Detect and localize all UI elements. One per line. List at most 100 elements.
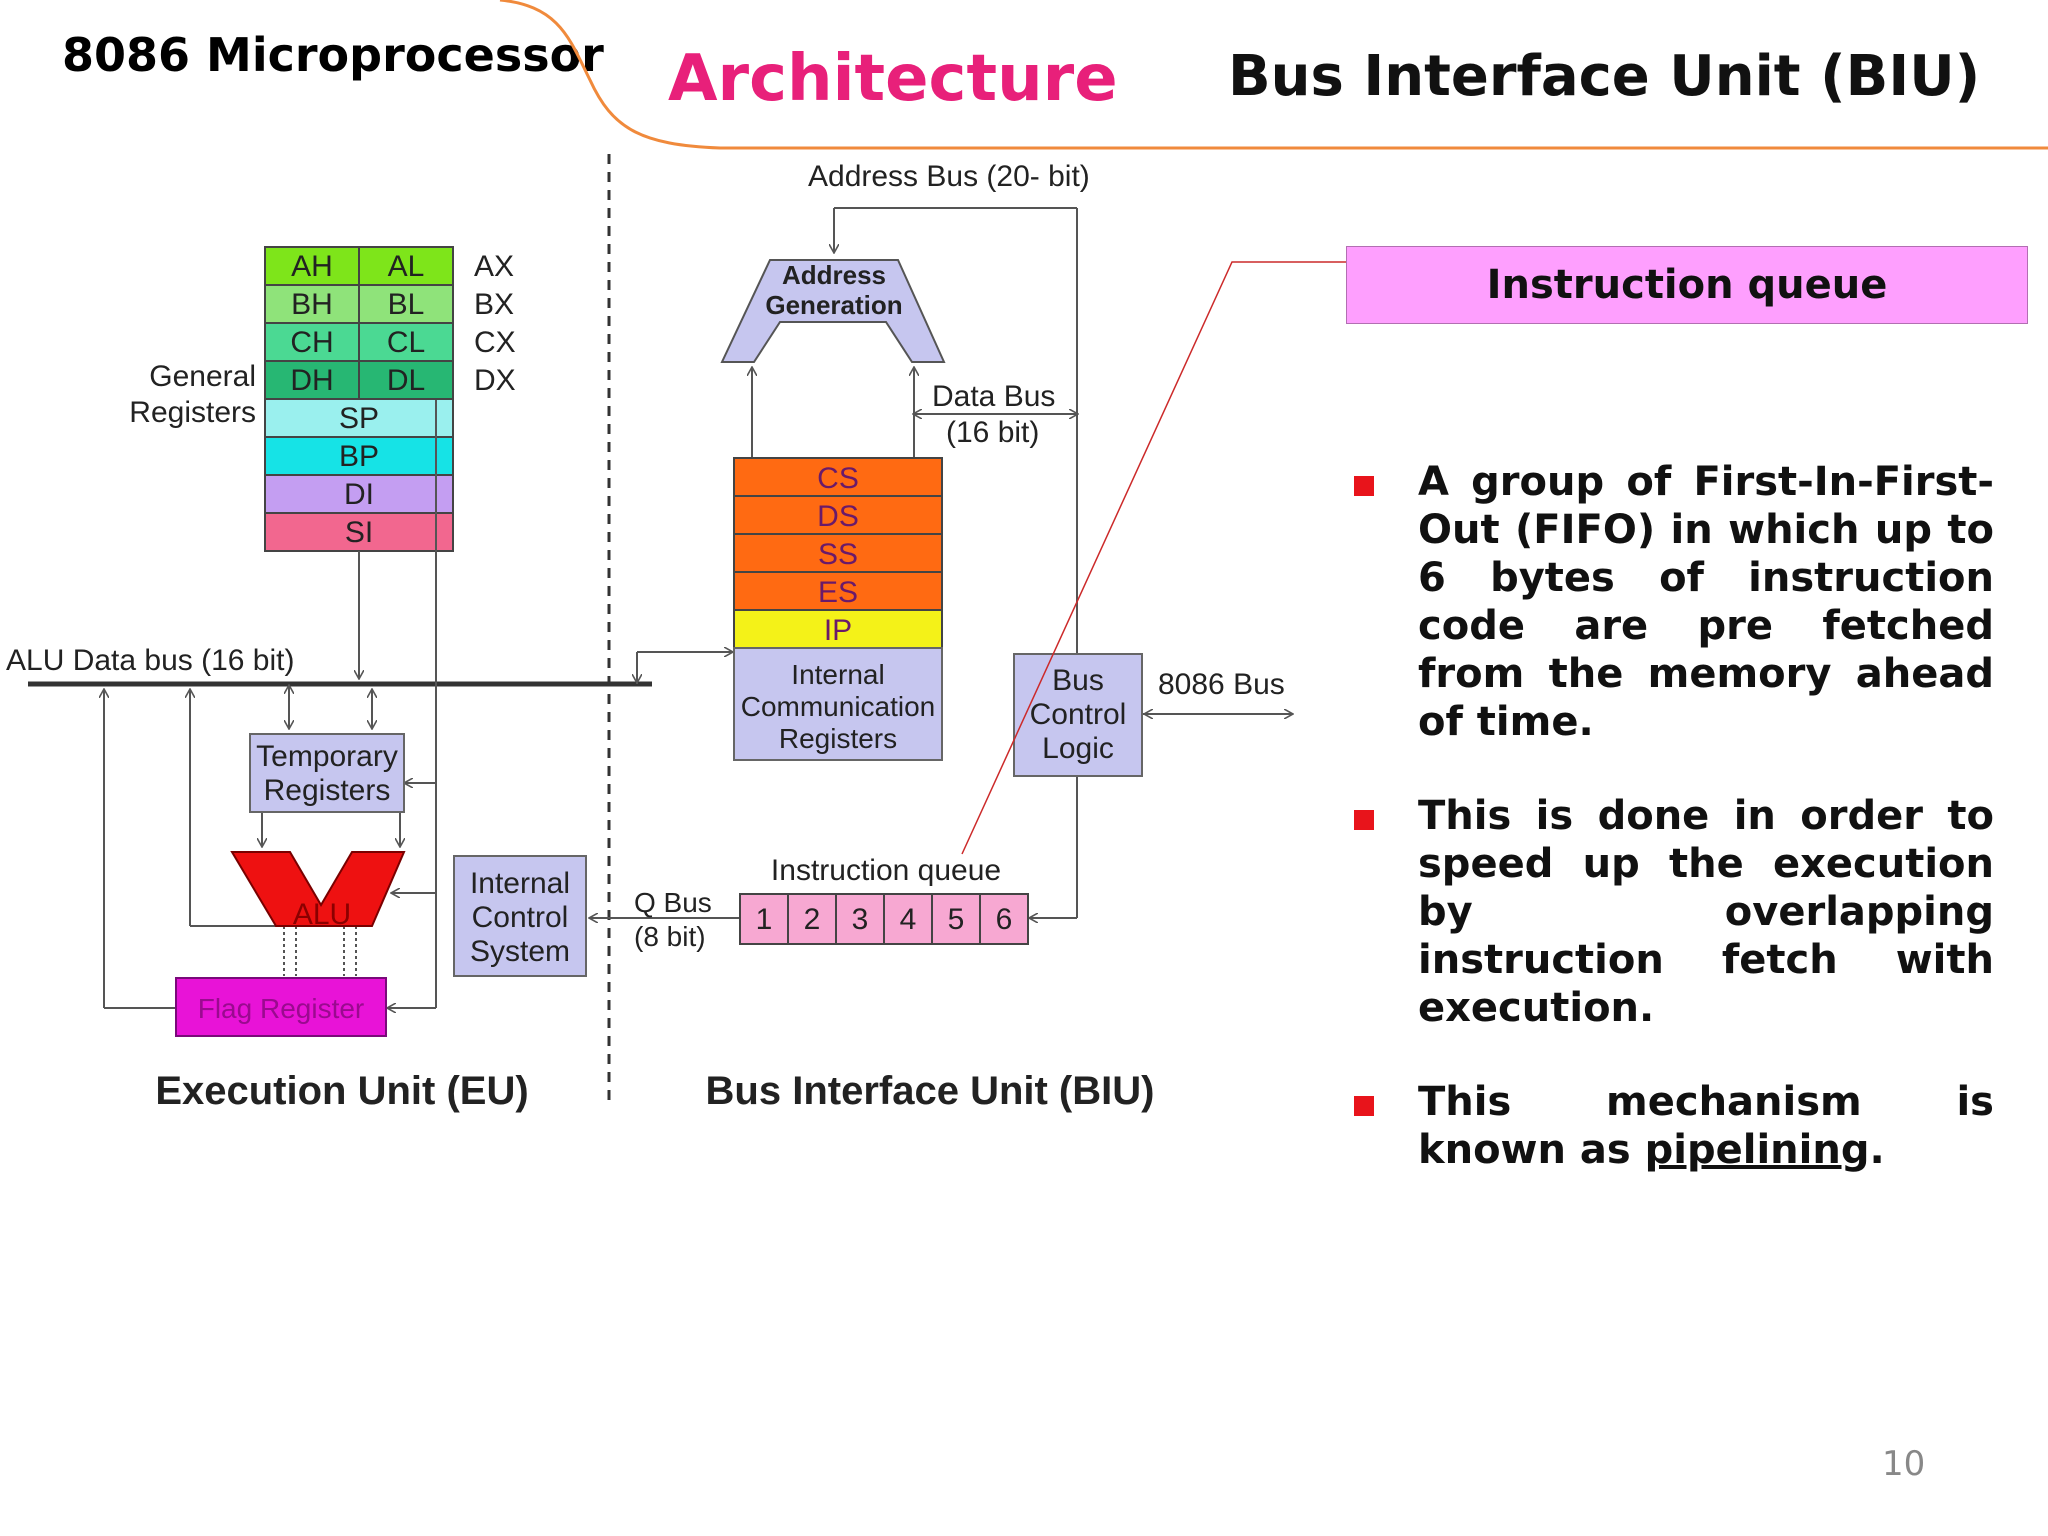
eu-connectors [104,400,732,1008]
temporary-registers-box [249,733,405,813]
bullet-item: This is done in order to speed up the ex… [1354,792,1994,1032]
biu-connectors [752,207,1292,918]
topic-title: Bus Interface Unit (BIU) [1228,44,1981,109]
alu-label: ALU [293,898,351,931]
ip-label: IP [824,614,852,647]
alu-flag-links [283,926,357,976]
queue-slot-3: 3 [852,903,869,936]
internal-control-label: Internal [470,867,570,900]
bh-register [264,284,360,324]
si-label: SI [345,516,373,549]
sp-register [264,398,454,438]
bl-label: BL [388,288,425,321]
alu-shape [230,851,406,927]
bullet-end: . [1869,1127,1885,1173]
ss-register [733,533,943,573]
bullet-square-icon [1354,810,1374,830]
sp-label: SP [339,402,379,435]
cl-register [358,322,454,362]
ch-label: CH [290,326,333,359]
es-label: ES [818,576,858,609]
biu-caption: Bus Interface Unit (BIU) [706,1069,1155,1113]
instruction-queue-callout: Instruction queue [1346,246,2028,324]
bullet-square-icon [1354,1096,1374,1116]
internal-control-box [453,855,587,977]
queue-slot-5: 5 [948,903,965,936]
internal-communication-label-2: Communication [741,691,936,722]
address-generation-shape [720,259,946,363]
ip-register [733,609,943,649]
queue-slot-4: 4 [900,903,917,936]
internal-control-label-3: System [470,935,570,968]
queue-slot [979,893,1029,945]
queue-slot [931,893,981,945]
bus-control-label-3: Logic [1042,732,1114,765]
page-number: 10 [1882,1444,1926,1484]
bus-control-logic-box [1013,653,1143,777]
ss-label: SS [818,538,858,571]
subject-title: 8086 Microprocessor [62,28,604,82]
cl-label: CL [387,326,425,359]
general-registers: General Registers AH BH CH DH AL BL CL D… [129,246,516,552]
di-label: DI [344,478,374,511]
ds-label: DS [817,500,859,533]
instruction-queue-label: Instruction queue [771,854,1001,887]
queue-slot-2: 2 [804,903,821,936]
bh-label: BH [291,288,333,321]
bus-8086-label: 8086 Bus [1158,668,1285,701]
cs-label: CS [817,462,859,495]
section-title: Architecture [668,42,1118,116]
pipelining-term: pipelining [1644,1127,1870,1173]
internal-communication-label-3: Registers [779,723,897,754]
internal-control-label-2: Control [472,901,569,934]
ah-label: AH [291,250,333,283]
bullet-item: This mechanism is known as pipelining. [1354,1078,1994,1174]
flag-register-label: Flag Register [198,993,365,1024]
bullet-item: A group of First-In-First-Out (FIFO) in … [1354,458,1994,746]
queue-slot [883,893,933,945]
general-registers-label-2: Registers [129,396,256,429]
bus-control-label: Bus [1052,664,1104,697]
di-register [264,474,454,514]
q-bus-width: (8 bit) [634,921,706,952]
es-register [733,571,943,611]
al-label: AL [388,250,425,283]
header-curve [499,0,2048,150]
ah-register [264,246,360,286]
temporary-registers-label-2: Registers [264,774,391,807]
queue-slot [739,893,789,945]
bp-label: BP [339,440,379,473]
address-generation-label: Address [782,260,886,290]
bullet-list: A group of First-In-First-Out (FIFO) in … [1354,458,1994,1220]
bullet-square-icon [1354,476,1374,496]
bullet-text: This is done in order to speed up the ex… [1418,793,1994,1031]
instruction-queue-slots: 1 2 3 4 5 6 [739,893,1029,945]
temporary-registers-label: Temporary [256,740,398,773]
callout-leader [961,261,1346,855]
dx-label: DX [474,364,516,397]
queue-slot [835,893,885,945]
dl-register [358,360,454,400]
general-registers-label: General [149,360,256,393]
eu-caption: Execution Unit (EU) [155,1069,528,1113]
dh-label: DH [290,364,333,397]
bullet-text: This mechanism is known as [1418,1079,1994,1173]
alu-data-bus-label: ALU Data bus (16 bit) [6,644,294,677]
internal-communication-box [733,647,943,761]
ax-label: AX [474,250,514,283]
bullet-text: A group of First-In-First-Out (FIFO) in … [1418,459,1994,745]
cx-label: CX [474,326,516,359]
q-bus-label: Q Bus [634,887,712,918]
ds-register [733,495,943,535]
queue-slot-1: 1 [756,903,773,936]
address-generation-label-2: Generation [765,290,902,320]
address-bus-label: Address Bus (20- bit) [808,160,1090,193]
data-bus-width: (16 bit) [946,416,1039,449]
cs-register [733,457,943,497]
queue-slot-6: 6 [996,903,1013,936]
data-bus-label: Data Bus [932,380,1055,413]
bus-control-label-2: Control [1030,698,1127,731]
dl-label: DL [387,364,425,397]
flag-register-box [175,977,387,1037]
